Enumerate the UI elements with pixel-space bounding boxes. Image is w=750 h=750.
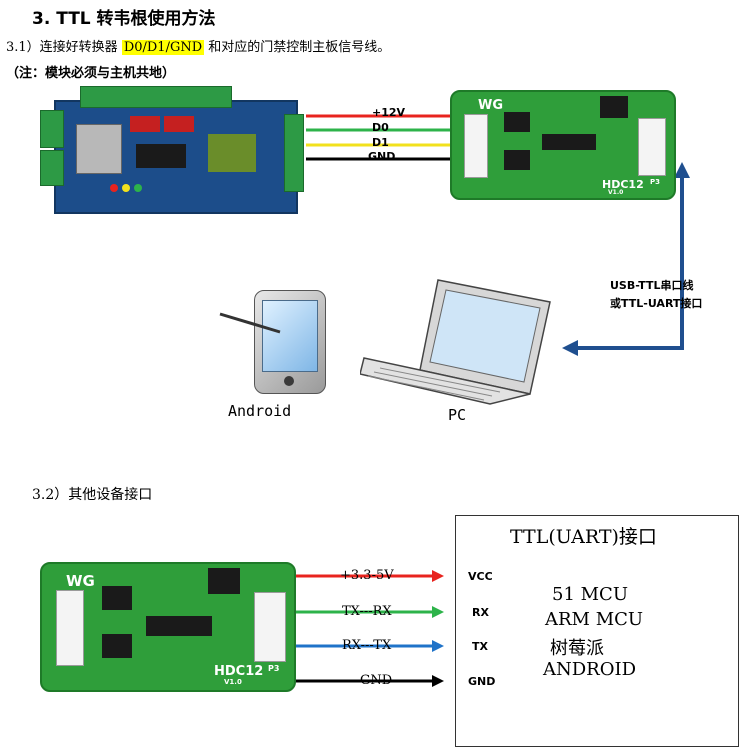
wire-label-gnd-2: GND	[360, 673, 393, 688]
wire-label-rx-tx: RX---TX	[342, 638, 392, 653]
step1-prefix: 3.1）连接好转换器	[6, 40, 122, 55]
step1-text: 3.1）连接好转换器 D0/D1/GND 和对应的门禁控制主板信号线。	[6, 36, 390, 55]
arrow-left-icon	[562, 340, 578, 356]
converter-board-top: WG HDC12 V1.0 P3	[450, 90, 676, 200]
wire-label-12v: +12V	[372, 106, 406, 119]
stylus-icon	[219, 312, 281, 334]
board-model-2: HDC12	[214, 664, 264, 679]
wire-label-gnd: GND	[368, 150, 396, 163]
pin-gnd: GND	[468, 675, 496, 688]
usb-ttl-line2: 或TTL-UART接口	[610, 297, 703, 310]
usb-cable-line	[572, 172, 684, 350]
uart-title: TTL(UART)接口	[510, 526, 657, 548]
board-port-2: P3	[268, 664, 280, 673]
ground-note: （注：模块必须与主机共地）	[6, 66, 176, 81]
arrow-up-icon	[674, 162, 690, 178]
device-android: ANDROID	[543, 659, 637, 680]
access-controller-board	[40, 84, 304, 214]
board-port: P3	[650, 178, 661, 186]
pc-label: PC	[448, 406, 467, 424]
usb-ttl-label: USB-TTL串口线 或TTL-UART接口	[610, 277, 702, 313]
android-label: Android	[228, 402, 292, 420]
wire-label-tx-rx: TX---RX	[342, 604, 392, 619]
device-arm-mcu: ARM MCU	[545, 609, 644, 630]
device-51-mcu: 51 MCU	[552, 584, 628, 605]
pin-rx: RX	[472, 606, 489, 619]
wire-label-vcc: +3.3-5V	[340, 568, 394, 583]
usb-ttl-line1: USB-TTL串口线	[610, 279, 694, 292]
section-heading: 3. TTL 转韦根使用方法	[32, 9, 216, 29]
step2-heading: 3.2）其他设备接口	[32, 487, 153, 503]
pin-vcc: VCC	[468, 570, 493, 583]
board-version: V1.0	[608, 189, 624, 196]
converter-board-bottom: WG HDC12 V1.0 P3	[40, 562, 296, 692]
step1-suffix: 和对应的门禁控制主板信号线。	[204, 40, 391, 55]
android-tablet-icon	[254, 290, 326, 394]
uart-interface-box	[455, 515, 739, 747]
wire-label-d0: D0	[372, 121, 389, 134]
board-logo: WG	[478, 98, 504, 113]
board-logo-2: WG	[66, 572, 95, 590]
laptop-pc-icon	[360, 279, 551, 405]
board-model: HDC12	[602, 178, 644, 191]
pin-tx: TX	[472, 640, 488, 653]
wire-label-d1: D1	[372, 136, 389, 149]
device-raspberry-pi: 树莓派	[550, 638, 604, 659]
board-version-2: V1.0	[224, 678, 242, 686]
signal-highlight: D0/D1/GND	[121, 40, 205, 55]
